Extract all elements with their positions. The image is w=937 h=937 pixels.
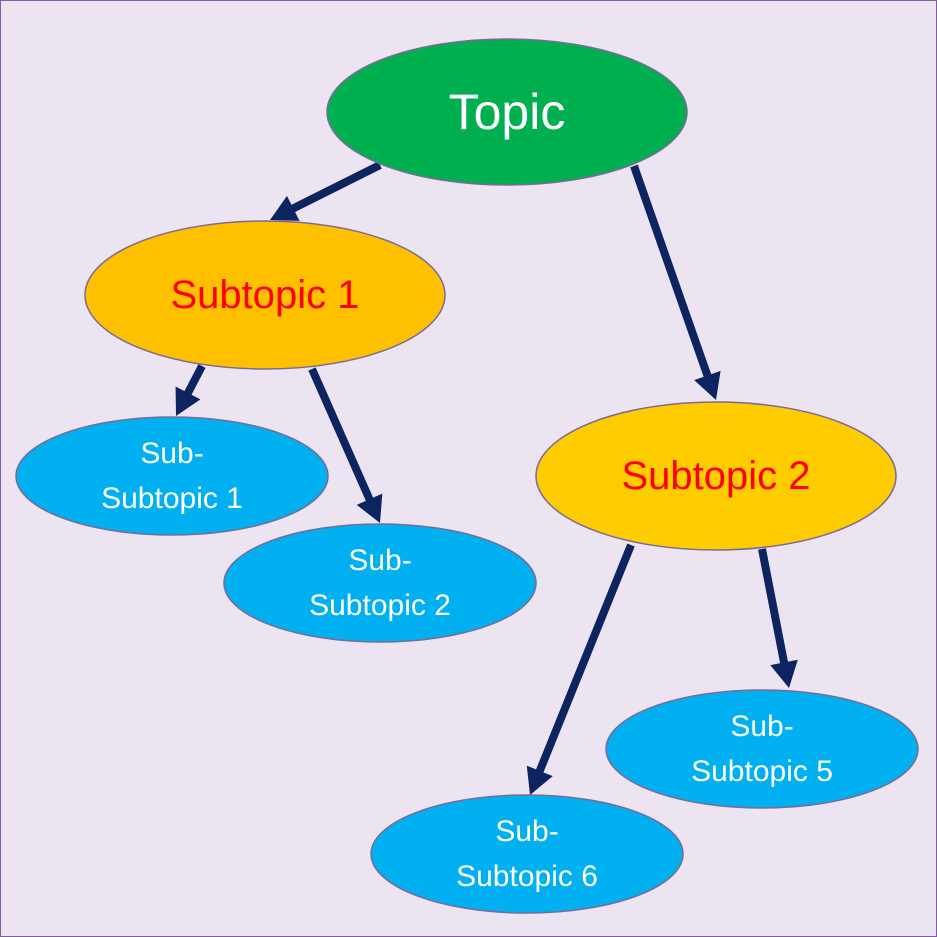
subtopic-1-label: Subtopic 1 [170,273,359,317]
node-topic[interactable]: Topic [326,38,688,186]
arrow-subtopic-2-to-sub-subtopic-5 [758,548,791,676]
sub-subtopic-6-label: Sub- [495,815,558,848]
topic-ellipse[interactable] [326,38,688,186]
node-sub-subtopic-1[interactable]: Sub- Subtopic 1 [15,416,329,536]
node-subtopic-1[interactable]: Subtopic 1 [84,220,446,370]
sub-subtopic-2-ellipse[interactable] [223,523,537,643]
sub-subtopic-2-label: Subtopic 2 [309,589,451,622]
arrow-topic-to-subtopic-1 [280,161,382,218]
node-sub-subtopic-5[interactable]: Sub- Subtopic 5 [605,689,919,809]
sub-subtopic-6-ellipse[interactable] [370,794,684,914]
sub-subtopic-2-label: Sub- [348,544,411,577]
node-sub-subtopic-6[interactable]: Sub- Subtopic 6 [370,794,684,914]
sub-subtopic-5-ellipse[interactable] [605,689,919,809]
topic-label: Topic [449,84,566,140]
subtopic-2-ellipse[interactable] [535,401,897,551]
sub-subtopic-5-label: Sub- [730,710,793,743]
sub-subtopic-1-label: Sub- [140,437,203,470]
arrowhead-sub-subtopic-5 [770,659,798,688]
arrowhead-subtopic-2 [694,370,721,400]
arrowhead-sub-subtopic-6 [526,765,553,795]
arrow-subtopic-2-to-sub-subtopic-6 [531,543,635,784]
sub-subtopic-1-label: Subtopic 1 [101,482,243,515]
node-subtopic-2[interactable]: Subtopic 2 [535,401,897,551]
arrowhead-sub-subtopic-2 [356,493,383,523]
sub-subtopic-1-ellipse[interactable] [15,416,329,536]
arrow-topic-to-subtopic-2 [630,164,716,389]
arrowhead-sub-subtopic-1 [175,386,201,416]
node-sub-subtopic-2[interactable]: Sub- Subtopic 2 [223,523,537,643]
subtopic-1-ellipse[interactable] [84,220,446,370]
sub-subtopic-6-label: Subtopic 6 [456,860,598,893]
arrow-subtopic-1-to-sub-subtopic-2 [308,367,379,512]
arrowhead-subtopic-1 [270,195,300,221]
sub-subtopic-5-label: Subtopic 5 [691,755,833,788]
subtopic-2-label: Subtopic 2 [621,454,810,498]
